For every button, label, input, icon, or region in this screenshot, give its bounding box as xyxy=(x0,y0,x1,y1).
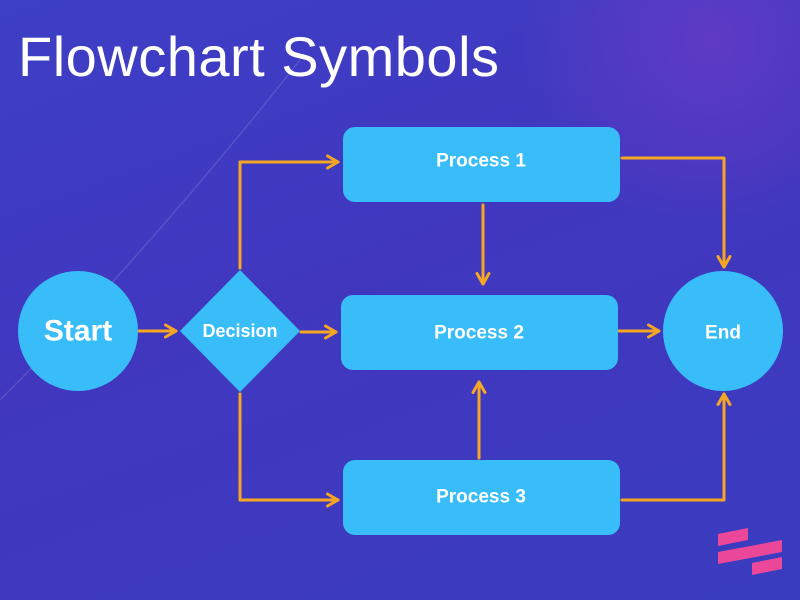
edge-process1-end xyxy=(620,156,732,269)
node-decision-label: Decision xyxy=(202,321,277,341)
node-process3: Process 3 xyxy=(343,460,620,535)
node-process2-label: Process 2 xyxy=(434,323,524,344)
node-process2: Process 2 xyxy=(341,295,618,370)
node-process1-label: Process 1 xyxy=(436,151,526,172)
edge-decision-process1 xyxy=(238,154,340,270)
node-process3-label: Process 3 xyxy=(436,487,526,508)
node-decision: Decision xyxy=(180,270,300,392)
node-start-label: Start xyxy=(44,315,112,348)
edge-process3-end xyxy=(620,392,732,502)
node-process1: Process 1 xyxy=(343,127,620,202)
edge-decision-process3 xyxy=(238,392,340,508)
node-end-label: End xyxy=(705,323,741,344)
brand-stripes-icon xyxy=(718,528,782,575)
node-end: End xyxy=(663,271,783,391)
page-title: Flowchart Symbols xyxy=(18,25,500,88)
node-start: Start xyxy=(18,271,138,391)
